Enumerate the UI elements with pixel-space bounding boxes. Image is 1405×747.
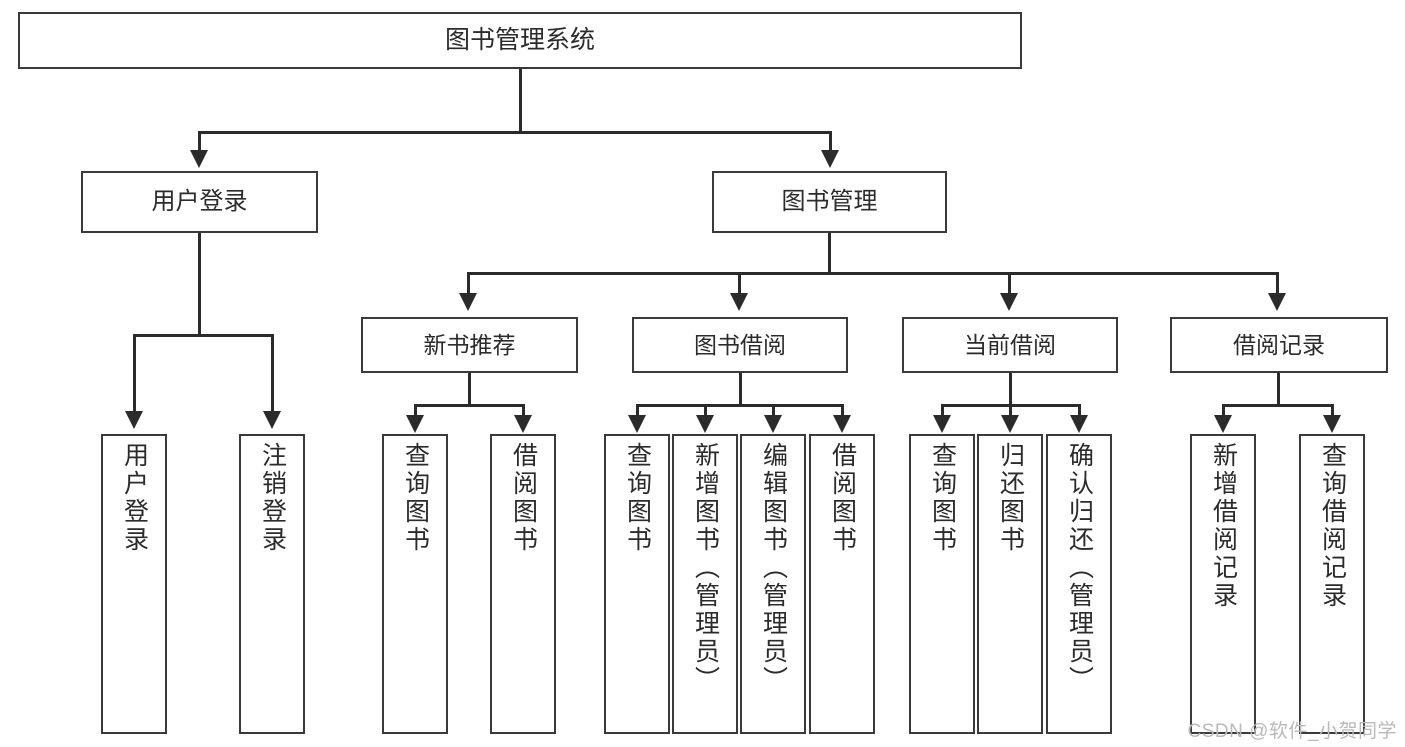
connector-book-borrow-drop-3: [772, 404, 775, 416]
node-label: 编辑图书（管理员）: [759, 442, 788, 694]
leaf-add-record[interactable]: 新增借阅记录: [1190, 434, 1256, 734]
node-label: 用户登录: [120, 442, 149, 554]
leaf-borrow-book[interactable]: 借阅图书: [809, 434, 875, 734]
node-label: 用户登录: [151, 188, 248, 216]
leaf-query-record[interactable]: 查询借阅记录: [1299, 434, 1365, 734]
connector-root-stem: [519, 69, 522, 133]
connector-current-borrow-stem: [1009, 373, 1012, 407]
node-label: 当前借阅: [964, 331, 1056, 358]
connector-user-login-stem: [198, 233, 201, 336]
node-label: 图书借阅: [694, 331, 786, 358]
connector-new-book-drop-2: [522, 404, 525, 416]
leaf-add-book[interactable]: 新增图书（管理员）: [672, 434, 738, 734]
node-label: 借阅图书: [828, 442, 857, 554]
watermark-text: CSDN @软件_小贺同学: [1187, 721, 1397, 742]
arrow-to-leaf-add-record: [1214, 415, 1232, 433]
arrow-to-current-borrow: [1000, 293, 1018, 311]
leaf-user-login[interactable]: 用户登录: [101, 434, 167, 734]
arrow-to-user-login: [190, 150, 208, 168]
connector-book-manage-stem: [828, 233, 831, 275]
connector-book-borrow-drop-4: [841, 404, 844, 416]
connector-book-borrow-drop-1: [636, 404, 639, 416]
node-label: 图书管理: [781, 188, 878, 216]
leaf-query-book-current[interactable]: 查询图书: [909, 434, 975, 734]
connector-current-borrow-drop-2: [1009, 404, 1012, 416]
arrow-to-borrow-record: [1268, 293, 1286, 311]
arrow-to-leaf-confirm-return: [1070, 415, 1088, 433]
arrow-to-leaf-query-book-3: [933, 415, 951, 433]
arrow-to-leaf-query-book-1: [406, 415, 424, 433]
node-label: 查询图书: [928, 442, 957, 554]
node-label: 新书推荐: [423, 331, 516, 358]
connector-new-book-drop-1: [414, 404, 417, 416]
node-label: 借阅图书: [509, 442, 538, 554]
connector-level3-drop-2: [738, 272, 741, 294]
leaf-return-book[interactable]: 归还图书: [977, 434, 1043, 734]
node-book-manage[interactable]: 图书管理: [712, 171, 947, 233]
node-label: 图书管理系统: [444, 26, 595, 55]
connector-borrow-record-bus: [1222, 404, 1334, 407]
arrow-to-leaf-query-record: [1323, 415, 1341, 433]
connector-book-borrow-bus: [636, 404, 844, 407]
connector-user-login-drop-1: [133, 334, 136, 412]
connector-level3-drop-1: [467, 272, 470, 294]
node-label: 确认归还（管理员）: [1065, 442, 1094, 694]
node-label: 查询图书: [623, 442, 652, 554]
arrow-to-leaf-return-book: [1001, 415, 1019, 433]
node-label: 注销登录: [258, 442, 287, 554]
node-label: 查询图书: [401, 442, 430, 554]
connector-current-borrow-drop-3: [1078, 404, 1081, 416]
node-label: 借阅记录: [1233, 331, 1325, 358]
arrow-to-leaf-borrow-book-2: [833, 415, 851, 433]
arrow-to-leaf-user-login: [125, 411, 143, 429]
connector-borrow-record-drop-2: [1331, 404, 1334, 416]
leaf-confirm-return[interactable]: 确认归还（管理员）: [1046, 434, 1112, 734]
connector-book-borrow-drop-2: [704, 404, 707, 416]
connector-new-book-bus: [414, 404, 525, 407]
node-borrow-record[interactable]: 借阅记录: [1170, 317, 1388, 373]
arrow-to-leaf-query-book-2: [628, 415, 646, 433]
leaf-logout-login[interactable]: 注销登录: [239, 434, 305, 734]
leaf-edit-book[interactable]: 编辑图书（管理员）: [740, 434, 806, 734]
connector-level3-drop-3: [1008, 272, 1011, 294]
node-label: 新增图书（管理员）: [691, 442, 720, 694]
arrow-to-leaf-borrow-book-1: [514, 415, 532, 433]
connector-user-login-bus: [133, 334, 274, 337]
node-label: 新增借阅记录: [1209, 442, 1238, 610]
node-label: 归还图书: [996, 442, 1025, 554]
leaf-query-book-borrow[interactable]: 查询图书: [604, 434, 670, 734]
arrow-to-leaf-logout-login: [263, 411, 281, 429]
leaf-query-book-recommend[interactable]: 查询图书: [382, 434, 448, 734]
node-current-borrow[interactable]: 当前借阅: [902, 317, 1118, 373]
connector-level3-drop-4: [1276, 272, 1279, 294]
connector-user-login-drop-2: [271, 334, 274, 412]
node-new-book-recommend[interactable]: 新书推荐: [361, 317, 578, 373]
arrow-to-book-manage: [821, 150, 839, 168]
arrow-to-new-book-recommend: [459, 293, 477, 311]
connector-root-bus: [198, 131, 832, 134]
arrow-to-leaf-edit-book: [764, 415, 782, 433]
node-user-login[interactable]: 用户登录: [81, 171, 318, 233]
connector-borrow-record-stem: [1277, 373, 1280, 407]
node-book-borrow[interactable]: 图书借阅: [632, 317, 848, 373]
leaf-borrow-book-recommend[interactable]: 借阅图书: [490, 434, 556, 734]
connector-borrow-record-drop-1: [1222, 404, 1225, 416]
connector-book-borrow-stem: [739, 373, 742, 407]
connector-current-borrow-drop-1: [941, 404, 944, 416]
node-root-system[interactable]: 图书管理系统: [18, 12, 1022, 69]
arrow-to-book-borrow: [730, 293, 748, 311]
connector-level3-bus: [467, 272, 1279, 275]
connector-root-drop-left: [198, 131, 201, 151]
arrow-to-leaf-add-book: [696, 415, 714, 433]
node-label: 查询借阅记录: [1318, 442, 1347, 610]
connector-new-book-stem: [468, 373, 471, 407]
connector-root-drop-right: [829, 131, 832, 151]
